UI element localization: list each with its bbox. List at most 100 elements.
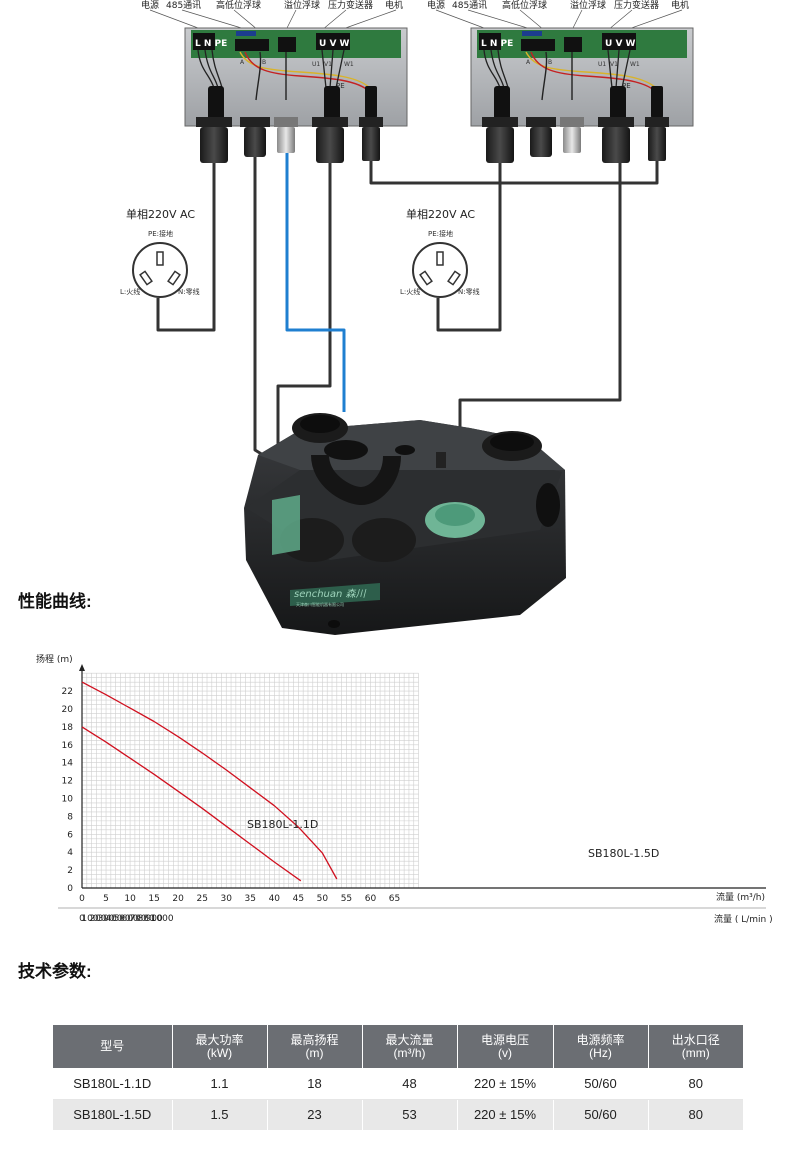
cell-frequency: 50/60 (553, 1099, 649, 1130)
x2-tick-label: 400 (105, 914, 122, 924)
header-unit: (Hz) (589, 1045, 612, 1060)
x-tick-label: 50 (317, 894, 329, 904)
series-label: SB180L-1.5D (588, 847, 659, 860)
power-socket-2: 单相220V AC PE:接地 L:火线 N:零线 (400, 208, 480, 298)
header-flow: 最大流量(m³/h) (362, 1025, 458, 1068)
pcb-mark-v1-2: V1 (610, 61, 618, 68)
pcb-mark-u1-1: U1 (312, 61, 320, 68)
cell-outlet: 80 (648, 1068, 743, 1100)
x-tick-label: 0 (79, 894, 85, 904)
pcb-mark-v1-1: V1 (324, 61, 332, 68)
chart-labels: 扬程 (m)流量 (m³/h)流量 ( L/min )SB180L-1.1DSB… (36, 653, 773, 925)
header-model: 型号 (53, 1025, 173, 1068)
label-overflow-1: 溢位浮球 (284, 0, 320, 11)
cell-voltage: 220 ± 15% (457, 1099, 554, 1130)
cell-flow: 53 (362, 1099, 458, 1130)
power-socket-1: 单相220V AC PE:接地 L:火线 N:零线 (120, 208, 200, 298)
power-l-label-1: L:火线 (120, 287, 140, 296)
y-tick-label: 2 (67, 866, 73, 876)
y-tick-label: 22 (62, 687, 73, 697)
cell-frequency: 50/60 (553, 1068, 649, 1100)
pcb-mark-b-2: B (548, 59, 552, 66)
chart-grid (81, 672, 419, 889)
pcb-mark-w1-2: W1 (630, 61, 640, 68)
y-tick-label: 6 (67, 830, 73, 840)
y-tick-label: 20 (62, 705, 74, 715)
x-tick-label: 20 (172, 894, 184, 904)
header-unit: (kW) (206, 1045, 233, 1060)
x-tick-label: 30 (221, 894, 233, 904)
cell-head: 18 (267, 1068, 363, 1100)
x-tick-label: 5 (103, 894, 109, 904)
x-tick-label: 45 (293, 894, 304, 904)
label-power-1: 电源 (141, 0, 159, 11)
x-tick-label: 65 (389, 894, 400, 904)
terminal-motor-1: U V W (319, 39, 350, 49)
power-pe-label-2: PE:接地 (428, 229, 453, 238)
header-voltage: 电源电压(v) (457, 1025, 554, 1068)
pcb-mark-pe-2: PE (622, 82, 631, 90)
x2-tick-label: 800 (138, 914, 155, 924)
power-pe-label-1: PE:接地 (148, 229, 173, 238)
y-tick-label: 16 (62, 741, 74, 751)
spec-section-title: 技术参数: (18, 962, 92, 981)
label-485-1: 485通讯 (166, 0, 201, 11)
cell-model: SB180L-1.5D (53, 1099, 173, 1130)
series-line (81, 681, 338, 880)
header-name: 最大流量 (385, 1032, 434, 1047)
series-line (81, 726, 302, 882)
cell-head: 23 (267, 1099, 363, 1130)
label-pressure-2: 压力变送器 (614, 0, 659, 11)
x-tick-label: 10 (124, 894, 136, 904)
header-name: 出水口径 (671, 1032, 720, 1047)
y-tick-label: 18 (62, 723, 74, 733)
lifting-station: senchuan 森川 天津森川智能机器有限公司 (244, 413, 566, 635)
cell-voltage: 220 ± 15% (457, 1068, 554, 1100)
x-tick-label: 60 (365, 894, 377, 904)
terminal-motor-2: U V W (605, 39, 636, 49)
station-subtext: 天津森川智能机器有限公司 (296, 601, 344, 607)
power-n-label-1: N:零线 (178, 287, 200, 296)
x-tick-label: 25 (196, 894, 207, 904)
cell-power: 1.5 (172, 1099, 268, 1130)
table-row: SB180L-1.1D 1.1 18 48 220 ± 15% 50/60 80 (53, 1068, 743, 1100)
spec-table: 型号 最大功率(kW) 最高扬程(m) 最大流量(m³/h) 电源电压(v) 电… (53, 1025, 743, 1130)
label-motor-1: 电机 (385, 0, 403, 11)
terminal-power-2: L N PE (481, 39, 513, 49)
header-name: 电源频率 (576, 1032, 625, 1047)
x2-tick-label: 200 (89, 914, 106, 924)
pcb-mark-a-1: A (240, 59, 245, 66)
terminal-power-1: L N PE (195, 39, 227, 49)
chart-axes (58, 664, 766, 909)
curve-section-title: 性能曲线: (18, 592, 92, 611)
x2-tick-label: 0 (79, 914, 85, 924)
label-pressure-1: 压力变送器 (328, 0, 373, 11)
pcb-mark-a-2: A (526, 59, 531, 66)
series-label: SB180L-1.1D (247, 818, 318, 831)
table-header-row: 型号 最大功率(kW) 最高扬程(m) 最大流量(m³/h) 电源电压(v) 电… (53, 1025, 743, 1068)
controller-box-1: 电源 485通讯 高低位浮球 溢位浮球 压力变送器 电机 L N PE U V … (141, 0, 408, 163)
header-name: 型号 (100, 1039, 125, 1053)
x2-tick-label: 500 (113, 914, 130, 924)
chart-series (81, 681, 338, 882)
controller-box-2: 电源 485通讯 高低位浮球 溢位浮球 压力变送器 电机 L N PE U V … (427, 0, 694, 163)
x2-tick-label: 700 (129, 914, 146, 924)
x2-tick-label: 100 (81, 914, 98, 924)
header-name: 电源电压 (480, 1032, 529, 1047)
y-tick-label: 4 (67, 848, 73, 858)
header-name: 最大功率 (195, 1032, 244, 1047)
x2-tick-label: 300 (97, 914, 114, 924)
x2-tick-label: 600 (121, 914, 138, 924)
x-tick-label: 40 (269, 894, 281, 904)
x-axis-label: 流量 (m³/h) (716, 891, 765, 903)
header-outlet: 出水口径(mm) (648, 1025, 743, 1068)
cell-model: SB180L-1.1D (53, 1068, 173, 1100)
y-tick-label: 12 (62, 777, 73, 787)
x2-axis-label: 流量 ( L/min ) (714, 913, 773, 925)
y-axis-arrow (79, 664, 85, 671)
pcb-mark-b-1: B (262, 59, 266, 66)
x-tick-label: 55 (341, 894, 352, 904)
y-tick-label: 10 (62, 795, 74, 805)
